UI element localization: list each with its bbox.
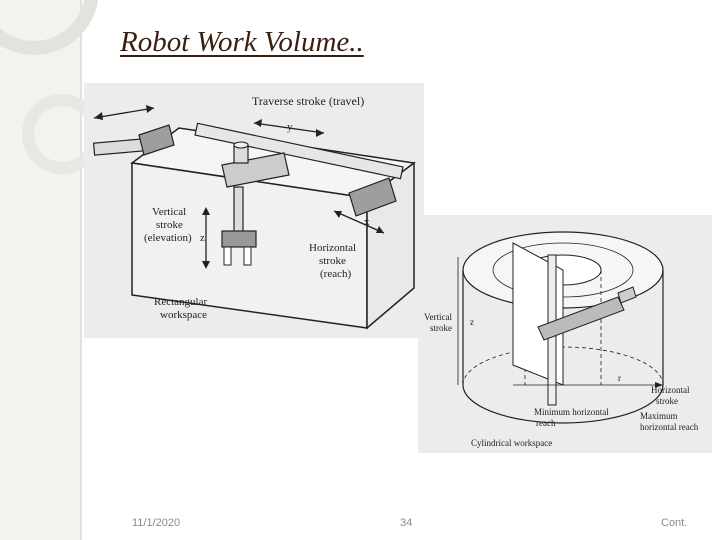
vertical-stroke-label-3: (elevation) <box>144 232 192 244</box>
cyl-min-reach-label-2: reach <box>536 418 556 428</box>
vertical-stroke-label-2: stroke <box>156 219 183 231</box>
cyl-horizontal-stroke-label-1: Horizontal <box>651 385 690 395</box>
traverse-stroke-label: Traverse stroke (travel) <box>252 94 364 108</box>
rectangular-workspace-figure: Traverse stroke (travel) y Vertical stro… <box>84 83 424 338</box>
workspace-label-1: Rectangular <box>154 296 207 308</box>
cylindrical-workspace-figure: Vertical stroke z r Horizontal stroke Mi… <box>418 215 712 453</box>
cyl-min-reach-label-1: Minimum horizontal <box>534 407 609 417</box>
x-axis-label: x <box>364 216 370 228</box>
cyl-max-reach-label-1: Maximum <box>640 411 678 421</box>
vertical-stroke-label-1: Vertical <box>152 206 186 218</box>
horizontal-stroke-label-1: Horizontal <box>309 242 356 254</box>
cyl-vertical-stroke-label-1: Vertical <box>424 312 452 322</box>
slide-title: Robot Work Volume.. <box>120 26 364 58</box>
cyl-horizontal-stroke-label-2: stroke <box>656 396 678 406</box>
horizontal-stroke-label-3: (reach) <box>320 268 351 280</box>
workspace-label-2: workspace <box>160 309 207 321</box>
cyl-r-axis-label: r <box>618 373 621 383</box>
cyl-max-reach-label-2: horizontal reach <box>640 422 699 432</box>
footer-continued: Cont. <box>661 517 688 529</box>
horizontal-stroke-label-2: stroke <box>319 255 346 267</box>
cyl-z-axis-label: z <box>470 317 474 327</box>
cyl-vertical-stroke-label-2: stroke <box>430 323 452 333</box>
footer-page-number: 34 <box>400 517 413 529</box>
cyl-workspace-label: Cylindrical workspace <box>471 438 552 448</box>
slide-sidebar <box>0 0 82 540</box>
z-axis-label: z <box>200 232 205 244</box>
y-axis-label: y <box>287 121 293 133</box>
footer-date: 11/1/2020 <box>132 517 181 529</box>
